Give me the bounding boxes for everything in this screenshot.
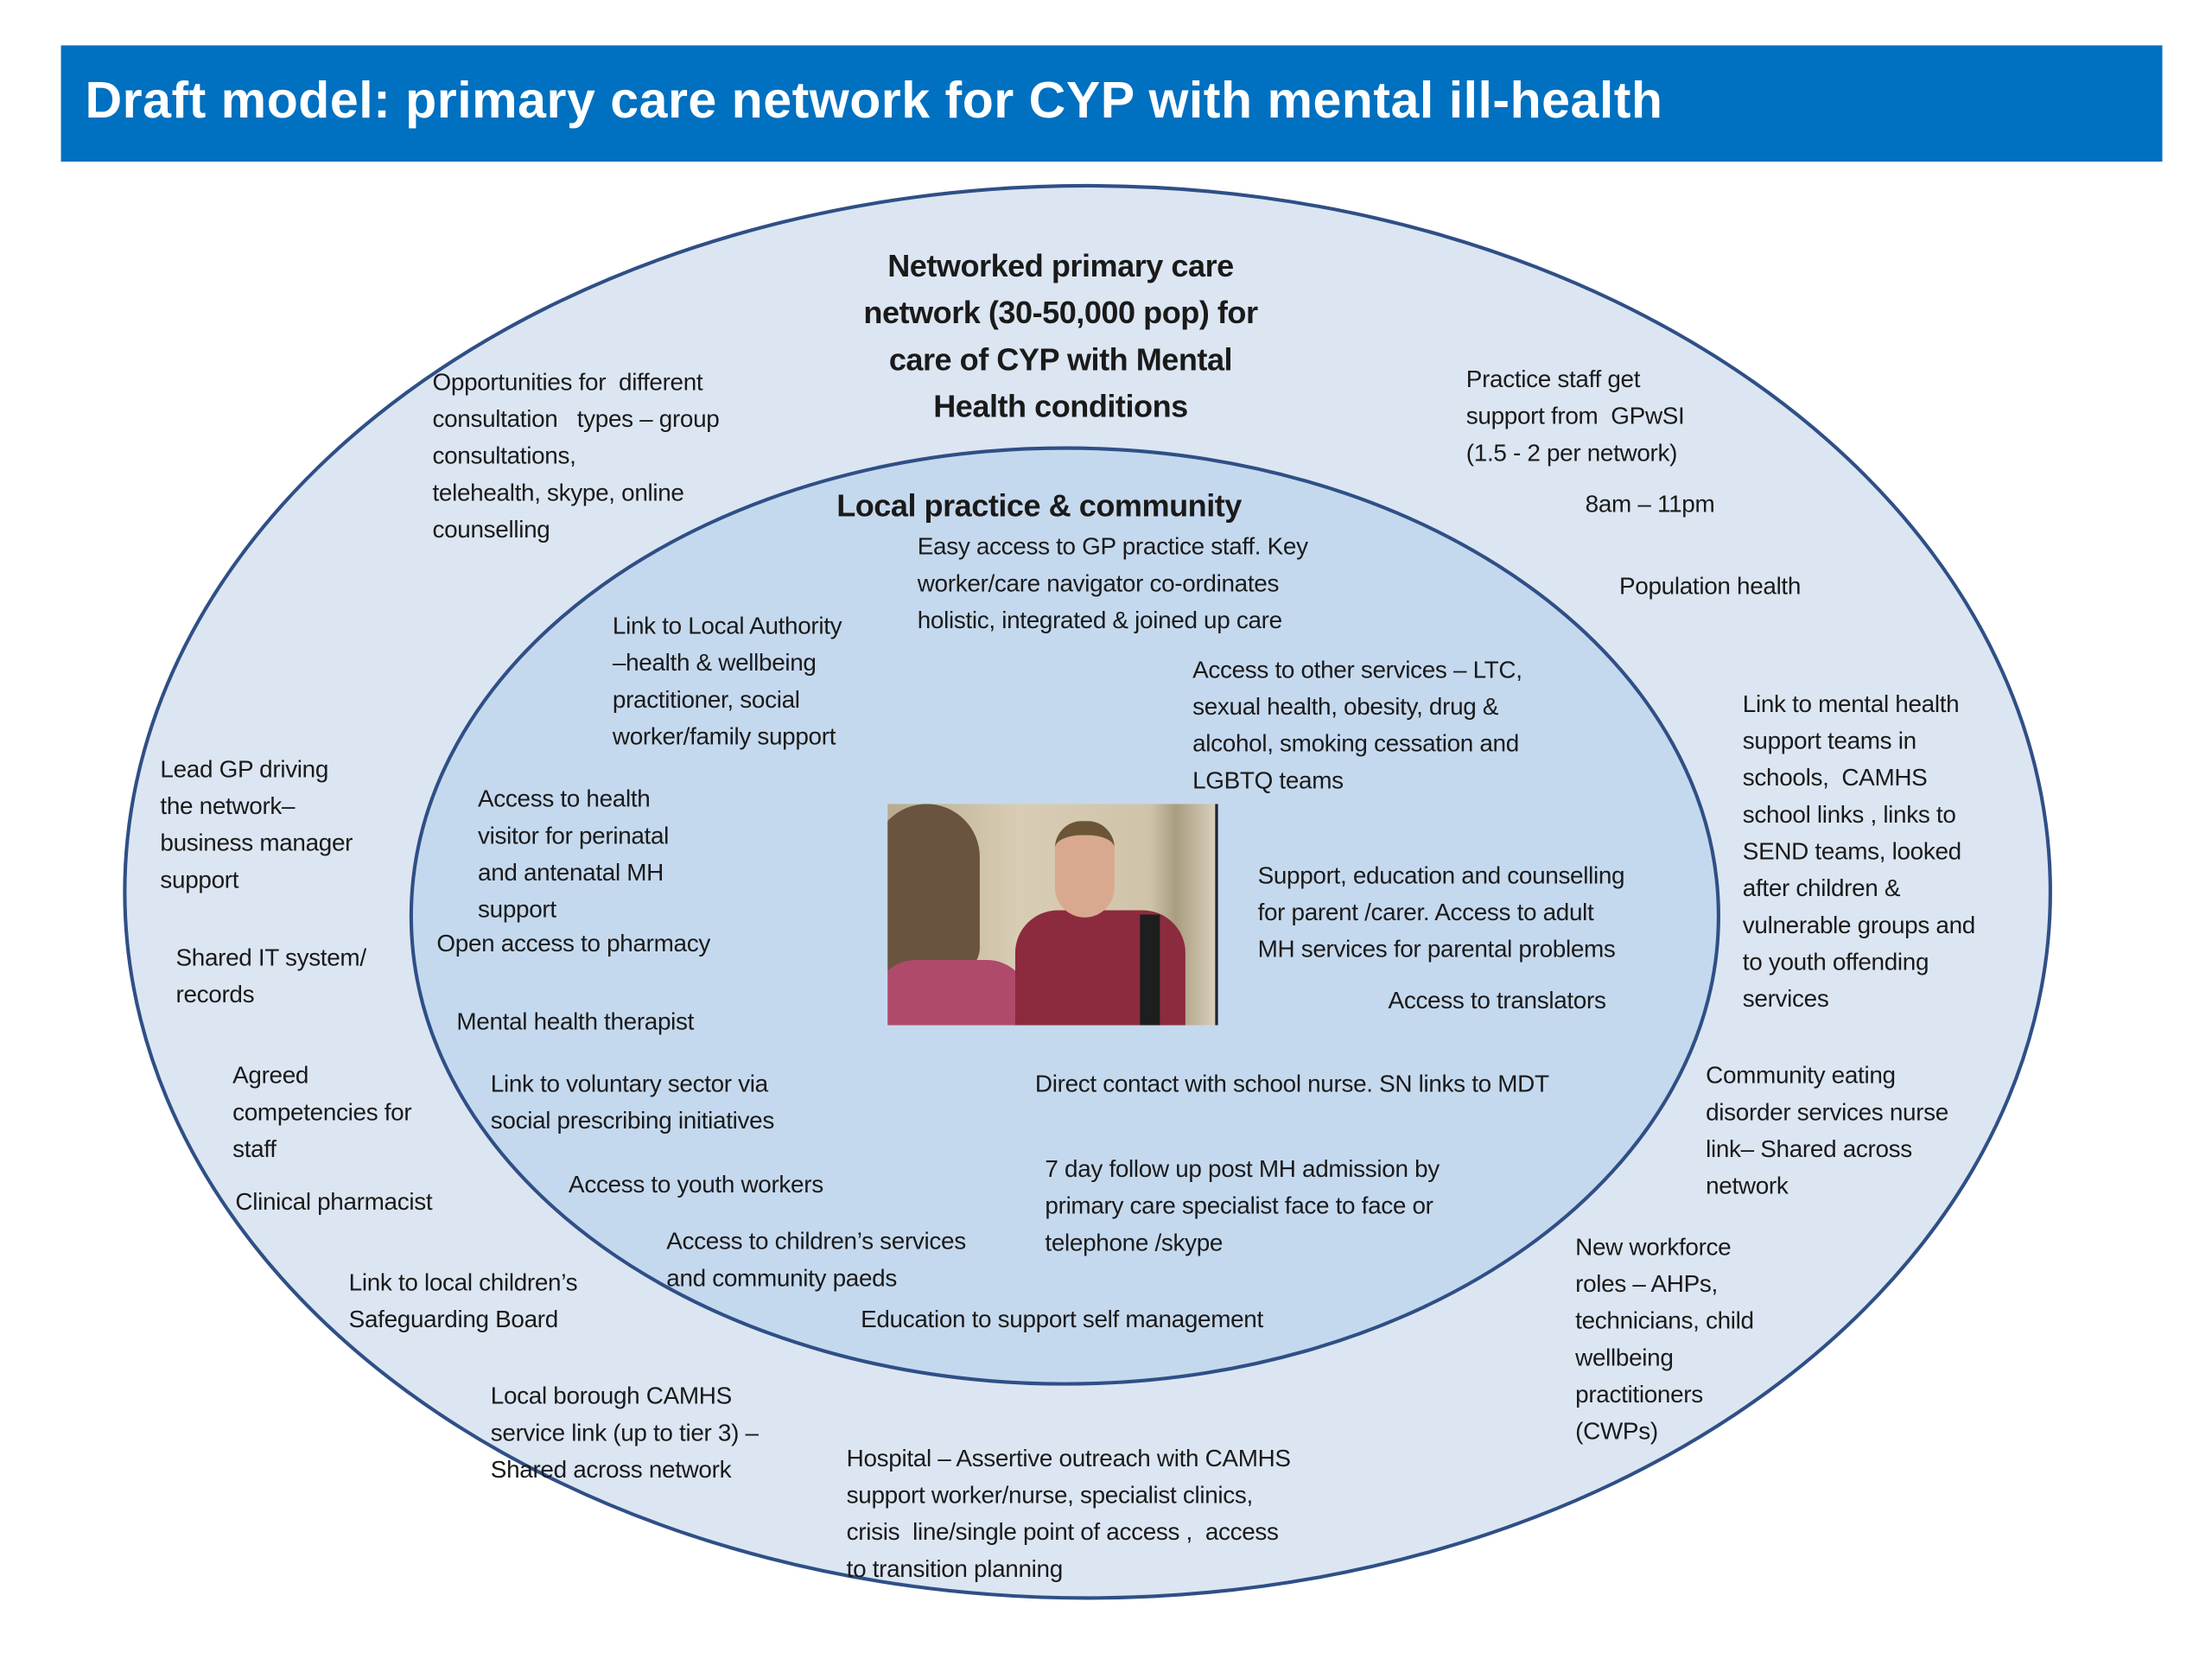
outer-item: Agreed competencies for staff — [232, 1062, 412, 1163]
inner-item: Link to voluntary sector via social pres… — [490, 1070, 775, 1135]
outer-item: Clinical pharmacist — [235, 1188, 433, 1216]
photo-shape — [1054, 821, 1115, 918]
photo-shape — [1140, 914, 1160, 1026]
outer-item: Community eating disorder services nurse… — [1706, 1062, 1948, 1200]
inner-item: Access to health visitor for perinatal a… — [478, 785, 670, 924]
outer-item: Opportunities for different consultation… — [432, 368, 720, 543]
title-banner: Draft model: primary care network for CY… — [60, 45, 2163, 162]
inner-ring-title: Local practice & community — [836, 487, 1242, 524]
inner-item: Open access to pharmacy — [436, 930, 710, 957]
outer-item: Shared IT system/ records — [175, 944, 366, 1008]
inner-item: Direct contact with school nurse. SN lin… — [1034, 1070, 1549, 1098]
inner-item: Education to support self management — [861, 1306, 1263, 1333]
outer-item: Practice staff get support from GPwSI (1… — [1465, 365, 1685, 467]
photo-shape — [887, 804, 980, 975]
outer-item: Link to mental health support teams in s… — [1742, 690, 1976, 1013]
inner-item: Support, education and counselling for p… — [1257, 861, 1625, 963]
inner-item: Easy access to GP practice staff. Key wo… — [917, 533, 1308, 634]
inner-item: Link to Local Authority –health & wellbe… — [612, 612, 842, 751]
outer-item: Hospital – Assertive outreach with CAMHS… — [846, 1445, 1291, 1583]
outer-item: Population health — [1619, 572, 1802, 601]
inner-item: Mental health therapist — [456, 1007, 695, 1035]
inner-item: Access to children’s services and commun… — [666, 1228, 966, 1292]
outer-item: Local borough CAMHS service link (up to … — [490, 1382, 759, 1484]
inner-item: Access to translators — [1388, 987, 1606, 1014]
outer-item: Lead GP driving the network– business ma… — [160, 755, 353, 893]
outer-ring-title: Networked primary care network (30-50,00… — [863, 248, 1258, 424]
inner-item: 7 day follow up post MH admission by pri… — [1045, 1155, 1440, 1256]
inner-item: Access to youth workers — [569, 1171, 823, 1198]
teen-photo — [887, 804, 1218, 1026]
photo-shape — [887, 959, 1030, 1026]
outer-item: 8am – 11pm — [1585, 490, 1715, 518]
slide-title: Draft model: primary care network for CY… — [85, 71, 1663, 130]
inner-item: Access to other services – LTC, sexual h… — [1192, 656, 1522, 794]
outer-item: New workforce roles – AHPs, technicians,… — [1575, 1233, 1754, 1446]
outer-item: Link to local children’s Safeguarding Bo… — [348, 1268, 578, 1333]
